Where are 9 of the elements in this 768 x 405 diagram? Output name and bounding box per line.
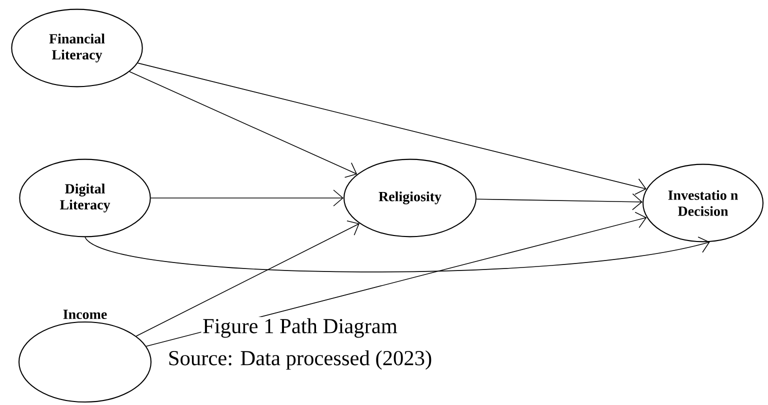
arrow xyxy=(136,220,360,337)
arrow xyxy=(137,62,646,195)
arrow xyxy=(129,71,358,178)
node-label: Income xyxy=(63,310,107,320)
arrow xyxy=(476,193,642,210)
arrow xyxy=(84,236,710,272)
figure-caption: Figure 1 Path Diagram xyxy=(201,316,399,340)
source-note: Source: Data processed (2023) xyxy=(166,349,434,371)
arrow xyxy=(150,190,344,206)
